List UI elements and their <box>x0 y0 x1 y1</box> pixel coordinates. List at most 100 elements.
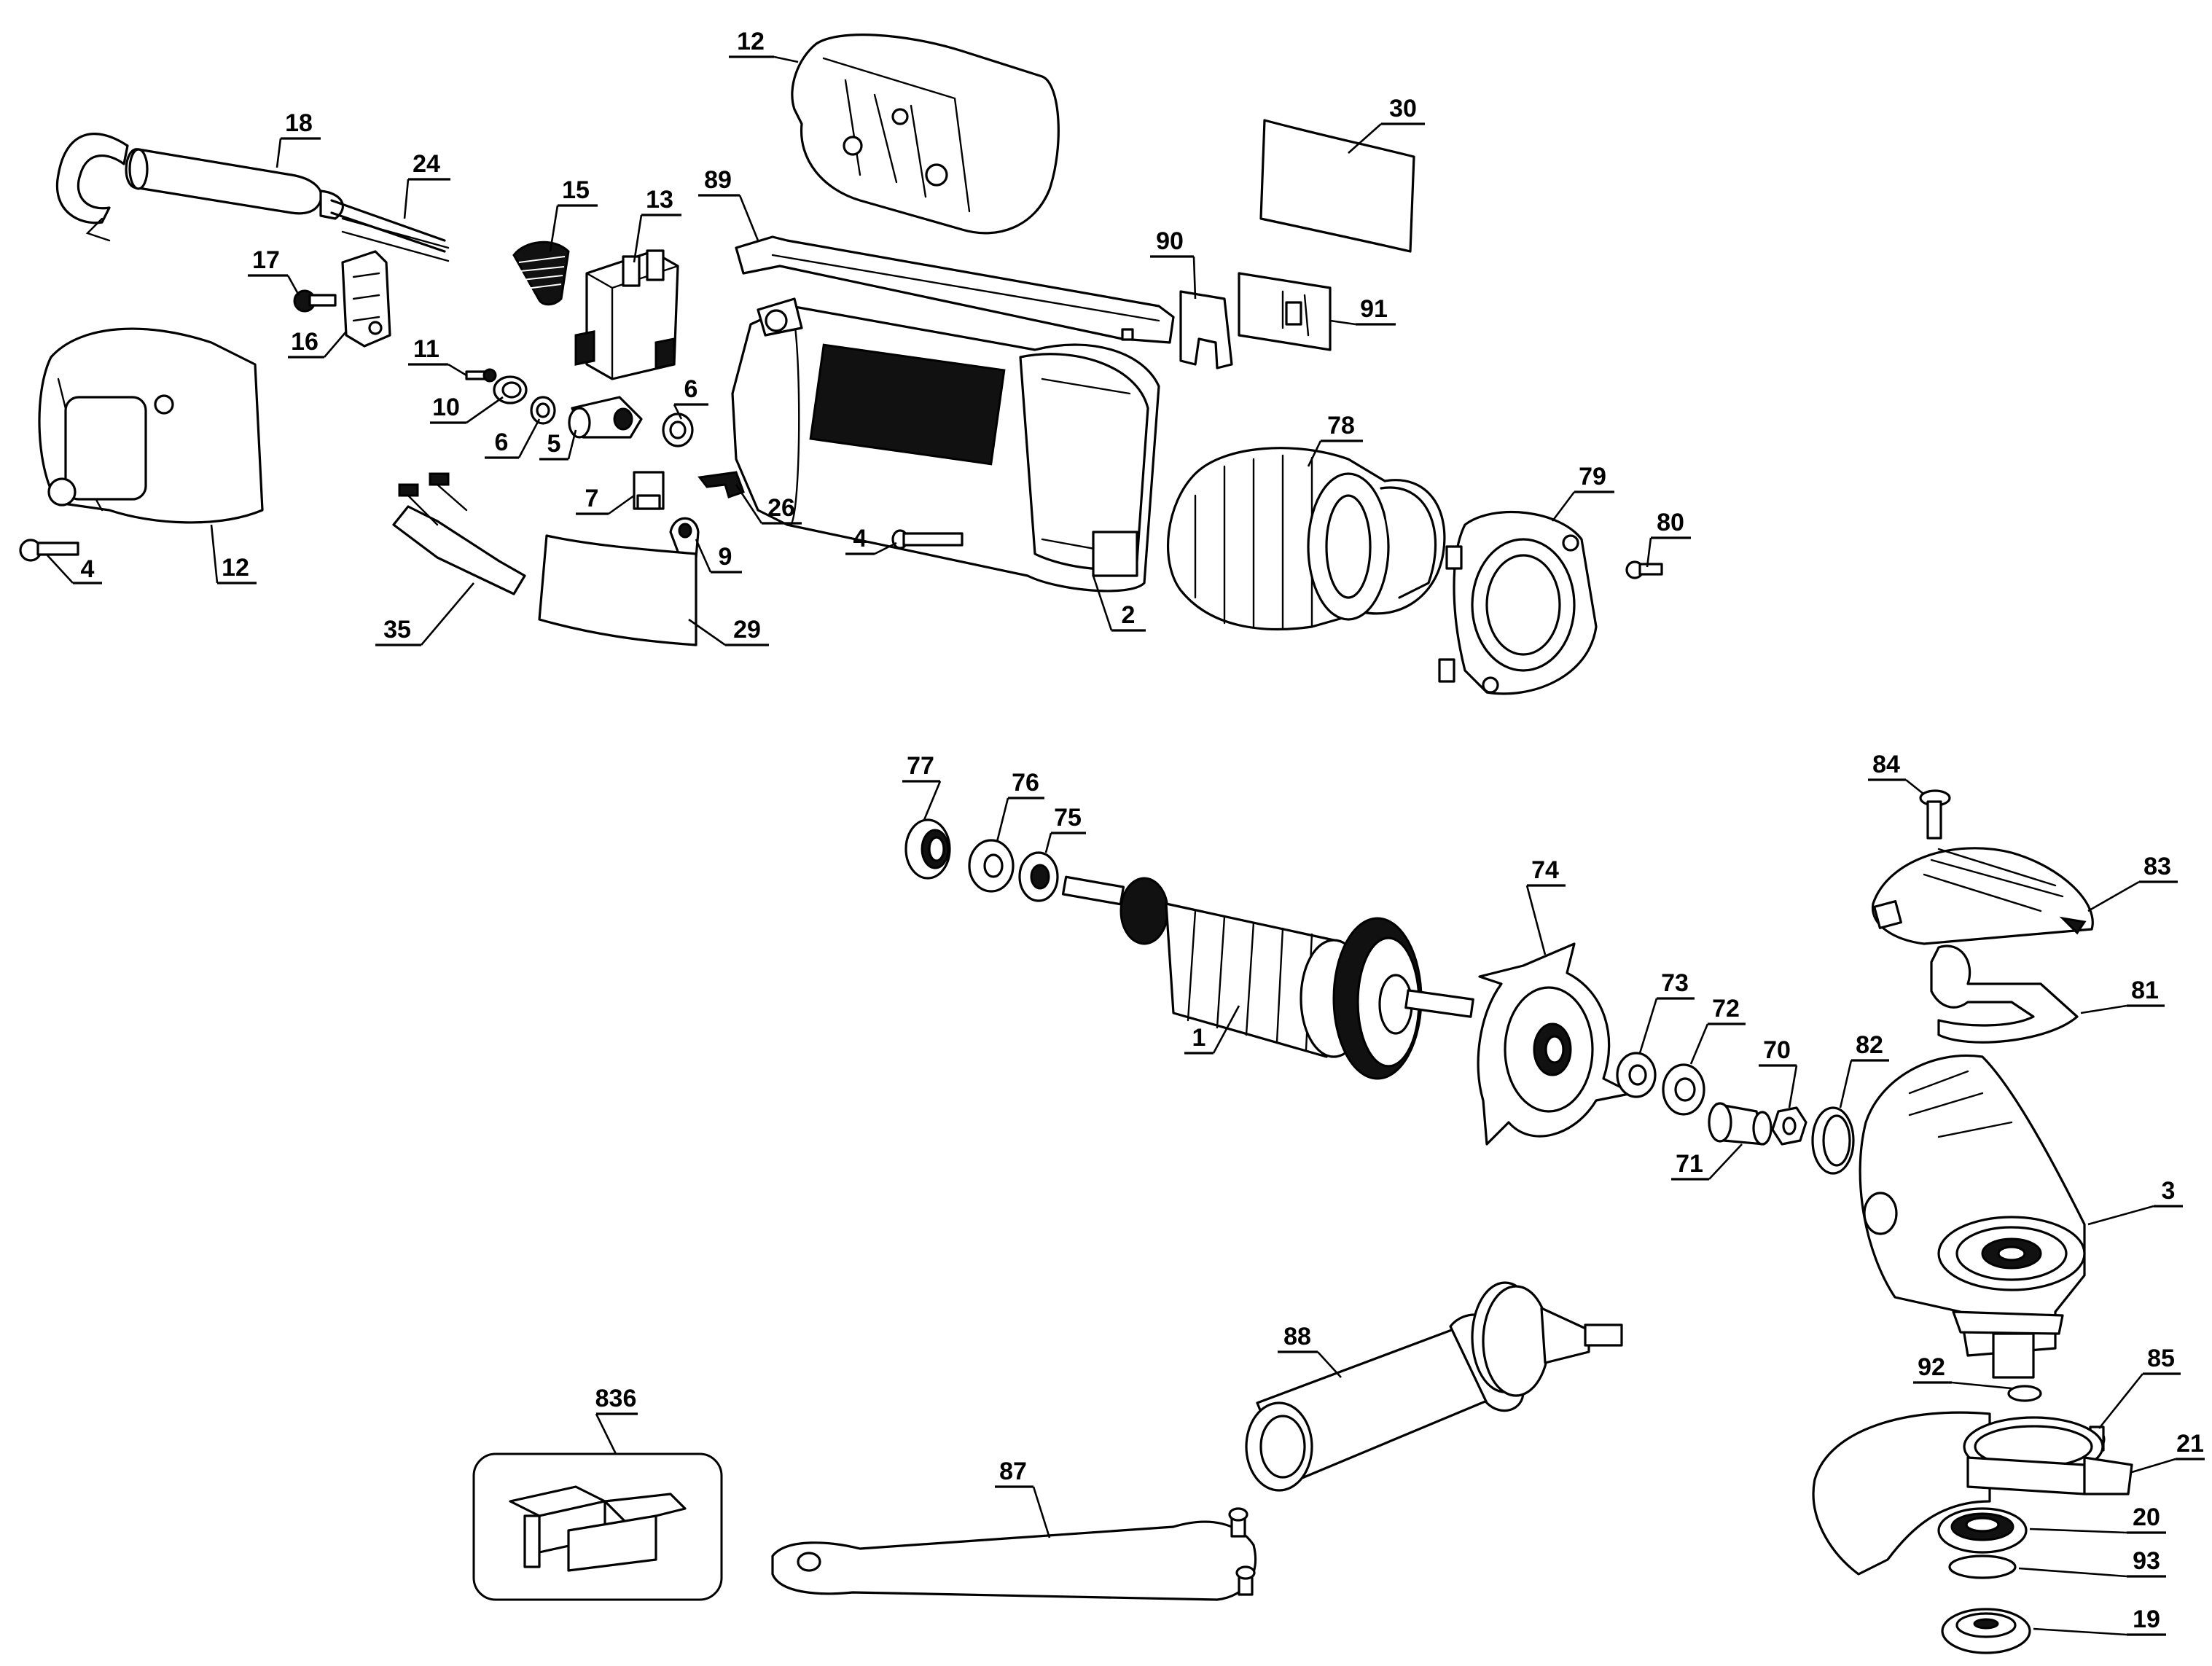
callout-label: 9 <box>719 543 732 571</box>
callout-label: 81 <box>2131 977 2159 1004</box>
callout-1: 1 <box>1184 1005 1240 1055</box>
callout-leader-line <box>1192 256 1197 300</box>
callout-80: 80 <box>1646 509 1691 568</box>
callout-73: 73 <box>1638 969 1695 1054</box>
callout-label: 10 <box>432 394 460 421</box>
part-2-motor-housing <box>731 297 1160 593</box>
callout-leader-line <box>1638 998 1658 1054</box>
part-4-screw-middle <box>891 529 964 550</box>
part-70-nut <box>1771 1106 1807 1146</box>
callout-77: 77 <box>902 752 942 821</box>
callout-84: 84 <box>1868 751 1925 796</box>
callout-9: 9 <box>695 539 742 574</box>
callout-label: 4 <box>81 555 95 583</box>
callout-leader-line <box>1839 1060 1853 1108</box>
callout-label: 21 <box>2176 1430 2204 1458</box>
callout-label: 83 <box>2143 853 2171 880</box>
part-3-gear-case <box>1859 1054 2086 1379</box>
callout-leader-line <box>738 195 759 241</box>
callout-leader-line <box>1044 832 1052 853</box>
callout-leader-line <box>2131 1458 2176 1474</box>
callout-leader-line <box>324 331 347 358</box>
callout-12: 12 <box>210 524 257 584</box>
part-13-switch <box>574 249 679 380</box>
callout-20: 20 <box>2029 1503 2166 1534</box>
callout-24: 24 <box>403 150 450 219</box>
callout-leader-line <box>1348 123 1382 154</box>
callout-label: 92 <box>1918 1353 1945 1381</box>
callout-leader-line <box>1317 1351 1342 1378</box>
callout-35: 35 <box>375 582 474 646</box>
callout-label: 4 <box>853 525 867 552</box>
callout-leader-line <box>923 781 942 821</box>
callout-leader-line <box>595 1413 617 1455</box>
callout-11: 11 <box>408 335 467 377</box>
part-79-end-plate <box>1438 511 1598 695</box>
callout-leader-line <box>2098 1373 2144 1429</box>
callout-93: 93 <box>2018 1547 2166 1578</box>
callout-label: 3 <box>2162 1177 2176 1205</box>
callout-leader-line <box>2029 1528 2127 1534</box>
callout-26: 26 <box>735 484 802 525</box>
callout-leader-line <box>1329 319 1356 326</box>
callout-leader-line <box>2087 1205 2154 1226</box>
callout-label: 84 <box>1872 751 1900 778</box>
part-18-power-cord <box>55 133 446 253</box>
callout-leader-line <box>1551 491 1576 522</box>
part-89-switch-rod <box>735 235 1175 344</box>
callout-74: 74 <box>1525 856 1566 955</box>
part-7-carbon-brush <box>633 471 665 510</box>
callout-label: 12 <box>222 554 249 582</box>
callout-29: 29 <box>688 616 769 646</box>
part-21-wheel-guard <box>1812 1411 2133 1576</box>
callout-leader-line <box>2018 1567 2127 1578</box>
part-35-wire-set <box>392 472 526 595</box>
callout-18: 18 <box>275 109 321 168</box>
callout-88: 88 <box>1278 1323 1342 1378</box>
part-78-field <box>1167 447 1446 631</box>
callout-leader-line <box>2033 1627 2127 1636</box>
callout-leader-line <box>1032 1486 1051 1538</box>
part-30-nameplate <box>1259 119 1415 253</box>
part-81-retaining-spring <box>1930 945 2079 1044</box>
callout-leader-line <box>448 363 467 377</box>
callout-label: 15 <box>562 176 590 204</box>
callout-label: 6 <box>684 375 698 403</box>
callout-17: 17 <box>248 246 300 296</box>
callout-label: 6 <box>495 429 509 456</box>
callout-leader-line <box>1646 537 1652 568</box>
callout-label: 19 <box>2133 1606 2160 1633</box>
callout-label: 75 <box>1054 804 1082 832</box>
callout-10: 10 <box>430 394 504 424</box>
callout-72: 72 <box>1689 995 1746 1065</box>
callout-label: 5 <box>547 430 561 458</box>
callout-label: 2 <box>1122 601 1136 629</box>
part-12-rear-housing <box>38 327 264 524</box>
part-75-washer <box>1018 851 1059 902</box>
part-9-brush-holder <box>669 517 700 563</box>
part-1-armature <box>1061 875 1474 1080</box>
callout-label: 78 <box>1327 412 1355 439</box>
part-5-bearing <box>568 396 643 439</box>
callout-label: 13 <box>646 186 673 214</box>
callout-81: 81 <box>2080 977 2165 1014</box>
callout-76: 76 <box>996 769 1044 842</box>
callout-leader-line <box>466 396 504 424</box>
callout-78: 78 <box>1307 412 1363 467</box>
callout-89: 89 <box>698 166 759 241</box>
part-16-cord-clamp <box>341 250 391 348</box>
callout-label: 30 <box>1389 95 1417 122</box>
callout-leader-line <box>735 484 763 524</box>
callout-leader-line <box>673 404 683 420</box>
callout-836: 836 <box>595 1385 638 1455</box>
callout-label: 93 <box>2133 1547 2160 1575</box>
part-10-bushing <box>493 375 528 404</box>
callout-label: 73 <box>1661 969 1689 997</box>
callout-label: 80 <box>1657 509 1684 536</box>
callout-leader-line <box>608 494 635 515</box>
callout-6: 6 <box>485 418 541 459</box>
part-4-screw-left <box>19 539 79 562</box>
part-74-fan <box>1477 942 1634 1146</box>
callout-15: 15 <box>549 176 598 252</box>
part-91-terminal-block <box>1238 272 1332 351</box>
